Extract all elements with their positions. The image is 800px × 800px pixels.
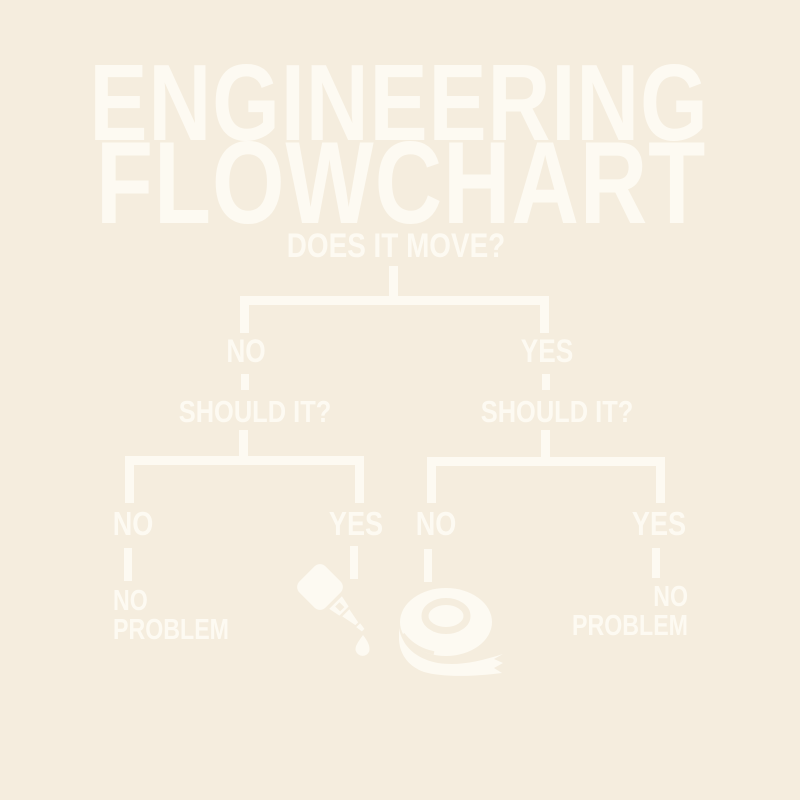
level1-yes-label: YES xyxy=(520,333,574,369)
connector-level2-right-no-leg xyxy=(427,457,436,503)
left-no-problem-line1: NO xyxy=(113,585,148,617)
right-no-problem-line2: PROBLEM xyxy=(572,610,688,642)
connector-left-no-to-outcome xyxy=(124,548,132,581)
left-branch-no-label: NO xyxy=(112,505,154,542)
level1-no-label: NO xyxy=(226,333,266,369)
poster-title-line1: ENGINEERING xyxy=(89,42,709,164)
connector-level2-left-horizontal xyxy=(125,456,364,465)
right-branch-no-label: NO xyxy=(415,505,457,542)
connector-level2-left-yes-leg xyxy=(355,456,364,503)
duct-tape-icon xyxy=(399,588,503,676)
poster-title-line2: FLOWCHART xyxy=(95,117,707,248)
connector-level1-horizontal xyxy=(240,296,549,305)
right-should-it-question: SHOULD IT? xyxy=(480,394,634,429)
connector-left-question-stem xyxy=(239,430,248,465)
left-no-problem-text: NO PROBLEM xyxy=(113,587,229,645)
connector-yes-to-question-right xyxy=(542,374,550,390)
root-question-label: DOES IT MOVE? xyxy=(286,227,506,265)
connector-level1-right-leg xyxy=(540,296,549,333)
connector-right-yes-to-outcome xyxy=(652,548,660,578)
connector-level2-right-horizontal xyxy=(427,457,665,466)
connector-level2-left-no-leg xyxy=(125,456,134,503)
oil-bottle-icon xyxy=(297,564,370,656)
left-branch-yes-label: YES xyxy=(328,505,384,542)
left-no-problem-line2: PROBLEM xyxy=(113,614,229,646)
right-branch-yes-label: YES xyxy=(631,505,687,542)
right-no-problem-line1: NO xyxy=(653,581,688,613)
connector-level2-right-yes-leg xyxy=(656,457,665,503)
left-should-it-question: SHOULD IT? xyxy=(178,394,332,429)
connector-level1-left-leg xyxy=(240,296,249,333)
connector-root-stem xyxy=(389,266,398,301)
connector-right-question-stem xyxy=(541,430,550,466)
connector-right-no-to-outcome xyxy=(424,549,432,582)
connector-left-yes-to-outcome xyxy=(350,546,358,579)
right-no-problem-text: NO PROBLEM xyxy=(572,583,688,641)
connector-no-to-question-left xyxy=(241,374,249,390)
